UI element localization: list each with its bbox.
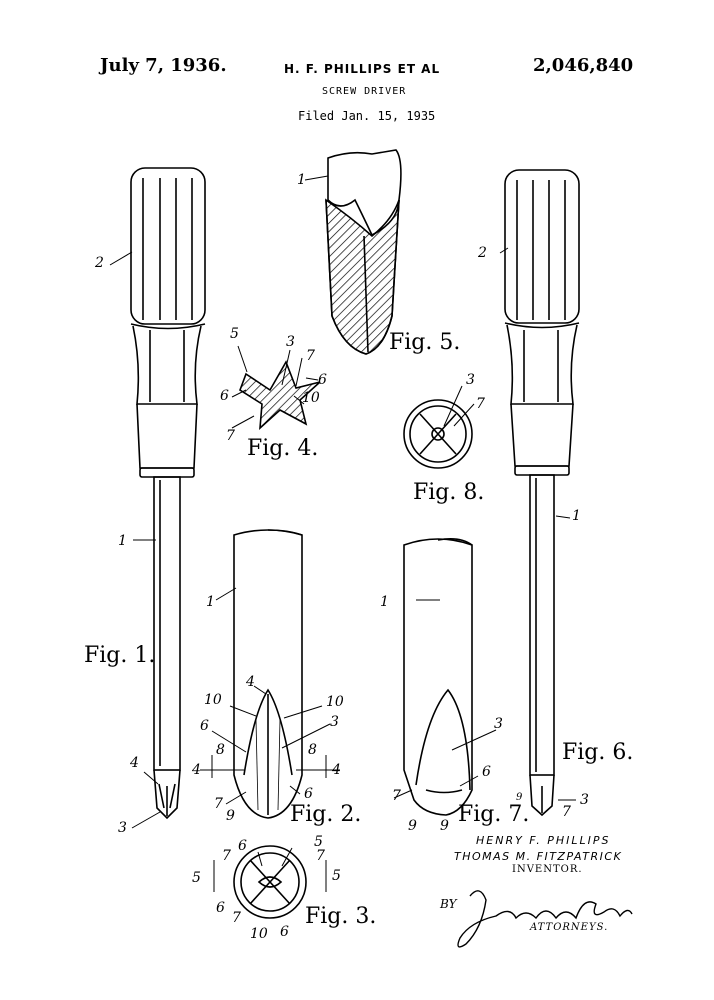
ref-numeral: 6 — [280, 924, 289, 940]
inventor-caption: INVENTOR. — [512, 864, 583, 875]
attorneys-caption: ATTORNEYS. — [530, 922, 609, 933]
ref-numeral: 7 — [392, 788, 401, 804]
inventor-name-2: THOMAS M. FITZPATRICK — [454, 850, 623, 863]
filing-date: Filed Jan. 15, 1935 — [298, 109, 436, 123]
ref-numeral: 3 — [494, 716, 503, 732]
ref-numeral: 1 — [297, 172, 306, 188]
ref-numeral: 10 — [326, 694, 344, 710]
ref-numeral: 9 — [516, 792, 523, 803]
by-label: BY — [440, 897, 457, 911]
ref-numeral: 9 — [440, 818, 449, 834]
fig7-label: Fig. 7. — [458, 802, 530, 827]
fig6-label: Fig. 6. — [562, 740, 634, 765]
ref-numeral: 7 — [232, 910, 241, 926]
ref-numeral: 7 — [316, 848, 325, 864]
ref-numeral: 3 — [580, 792, 589, 808]
ref-numeral: 6 — [318, 372, 327, 388]
ref-numeral: 6 — [220, 388, 229, 404]
patent-date: July 7, 1936. — [100, 55, 227, 76]
ref-numeral: 5 — [230, 326, 239, 342]
fig4-label: Fig. 4. — [247, 436, 319, 461]
ref-numeral: 1 — [380, 594, 389, 610]
ref-numeral: 7 — [562, 804, 571, 820]
ref-numeral: 1 — [206, 594, 215, 610]
ref-numeral: 1 — [118, 533, 127, 549]
ref-numeral: 2 — [95, 255, 104, 271]
fig4-cross-drawing — [231, 345, 321, 430]
ref-numeral: 5 — [314, 834, 323, 850]
fig3-label: Fig. 3. — [305, 904, 377, 929]
fig5-section-drawing — [304, 149, 402, 355]
fig1-label: Fig. 1. — [84, 643, 156, 668]
ref-numeral: 3 — [118, 820, 127, 836]
ref-numeral: 4 — [332, 762, 341, 778]
ref-numeral: 4 — [246, 674, 255, 690]
ref-numeral: 8 — [216, 742, 225, 758]
ref-numeral: 10 — [204, 692, 222, 708]
ref-numeral: 7 — [222, 848, 231, 864]
patent-title: SCREW DRIVER — [322, 86, 407, 97]
ref-numeral: 5 — [192, 870, 201, 886]
fig3-end-view-drawing — [213, 845, 327, 919]
ref-numeral: 4 — [130, 755, 139, 771]
fig8-label: Fig. 8. — [413, 480, 485, 505]
ref-numeral: 1 — [572, 508, 581, 524]
ref-numeral: 7 — [214, 796, 223, 812]
patent-number: 2,046,840 — [533, 55, 634, 76]
ref-numeral: 7 — [226, 428, 235, 444]
ref-numeral: 3 — [286, 334, 295, 350]
fig7-bit-drawing — [393, 538, 497, 816]
ref-numeral: 10 — [250, 926, 268, 942]
ref-numeral: 7 — [306, 348, 315, 364]
ref-numeral: 3 — [330, 714, 339, 730]
ref-numeral: 6 — [200, 718, 209, 734]
ref-numeral: 6 — [482, 764, 491, 780]
fig6-screwdriver-drawing — [499, 169, 580, 817]
fig5-label: Fig. 5. — [389, 330, 461, 355]
ref-numeral: 5 — [332, 868, 341, 884]
inventor-name-1: HENRY F. PHILLIPS — [476, 834, 611, 847]
ref-numeral: 7 — [476, 396, 485, 412]
ref-numeral: 3 — [466, 372, 475, 388]
ref-numeral: 6 — [238, 838, 247, 854]
fig2-label: Fig. 2. — [290, 802, 362, 827]
ref-numeral: 4 — [192, 762, 201, 778]
ref-numeral: 8 — [308, 742, 317, 758]
fig2-bit-drawing — [200, 529, 340, 819]
ref-numeral: 6 — [216, 900, 225, 916]
ref-numeral: 9 — [226, 808, 235, 824]
ref-numeral: 9 — [408, 818, 417, 834]
ref-numeral: 6 — [304, 786, 313, 802]
ref-numeral: 2 — [478, 245, 487, 261]
ref-numeral: 10 — [302, 390, 320, 406]
attorney-signature — [457, 890, 633, 948]
fig1-screwdriver-drawing — [109, 167, 206, 829]
fig8-end-view-drawing — [403, 385, 475, 469]
inventor-names: H. F. PHILLIPS ET AL — [284, 62, 441, 76]
